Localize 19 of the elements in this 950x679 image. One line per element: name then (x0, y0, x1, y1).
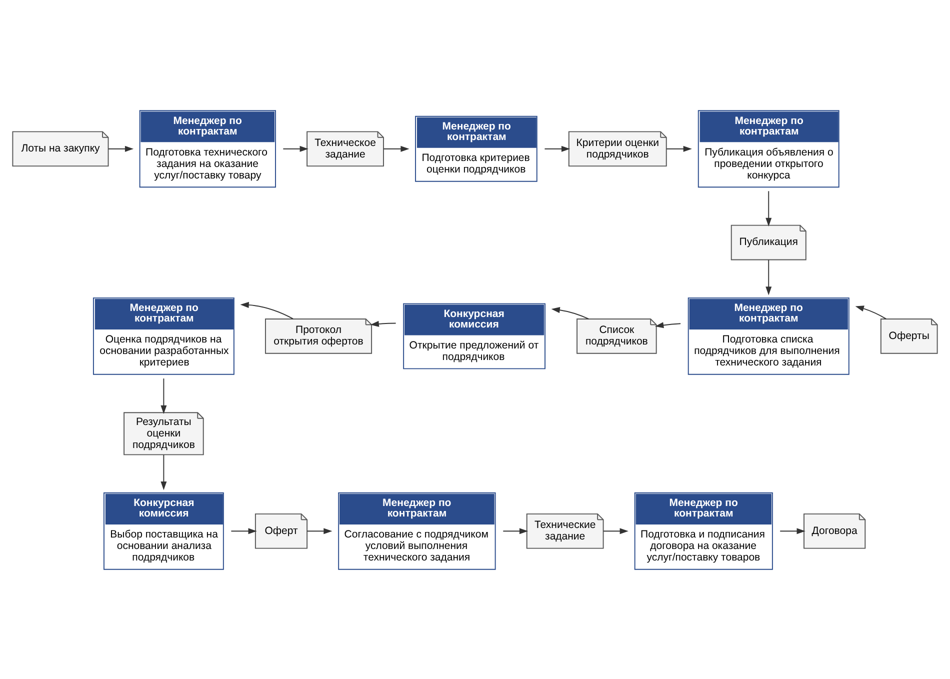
arrow (666, 145, 692, 152)
arrow (230, 528, 257, 534)
arrow (766, 258, 772, 295)
arrow (766, 190, 772, 226)
arrow (544, 145, 570, 152)
arrow (551, 306, 590, 319)
arrow (655, 322, 682, 328)
arrow (370, 320, 396, 326)
arrow (108, 145, 134, 152)
arrow (240, 301, 294, 319)
arrow (855, 305, 887, 319)
arrow (603, 528, 628, 534)
arrow (383, 145, 410, 152)
arrow (502, 528, 528, 534)
arrow (160, 378, 167, 414)
arrow (160, 454, 167, 490)
arrow (306, 528, 332, 534)
arrow (282, 145, 308, 152)
arrow (780, 528, 806, 534)
